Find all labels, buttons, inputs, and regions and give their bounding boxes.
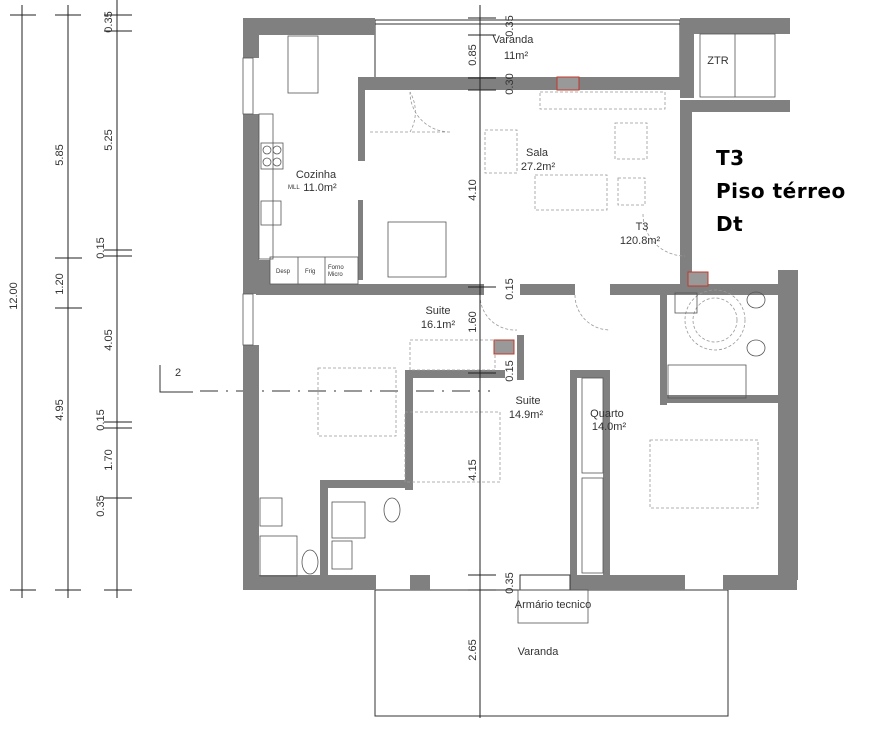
dim-left-inner-0: 0.35: [103, 11, 115, 32]
dim-left-inner-1: 5.25: [103, 129, 115, 150]
cooktop-icon: [260, 142, 284, 170]
bathtub-icon: [667, 364, 747, 399]
forno-label: Forno: [328, 265, 344, 271]
room-labels: Varanda 11m² ZTR Cozinha 11.0m² MLL Desp…: [276, 34, 729, 658]
dim-center-8: 0.35: [504, 572, 516, 593]
dim-left-mid-2: 4.95: [54, 399, 66, 420]
dim-left-mid-1: 1.20: [54, 273, 66, 294]
dim-center-6: 0.15: [504, 360, 516, 381]
suite2-name: Suite: [515, 395, 540, 407]
ztr-label: ZTR: [707, 55, 728, 67]
dim-left-inner-5: 1.70: [103, 449, 115, 470]
sala-name: Sala: [526, 147, 549, 159]
dim-center-9: 2.65: [467, 639, 479, 660]
furniture: [258, 33, 776, 577]
dim-left-inner-2: 0.15: [95, 237, 107, 258]
shaft-right: [687, 271, 709, 287]
suite2-area: 14.9m²: [509, 409, 544, 421]
toilet-icon: [301, 549, 319, 575]
frig-label: Frig: [305, 269, 315, 275]
dim-center-7: 4.15: [467, 459, 479, 480]
apartment-type: T3: [636, 221, 649, 233]
section-label: 2: [175, 367, 181, 379]
desp-label: Desp: [276, 269, 291, 275]
dim-center-3: 4.10: [467, 179, 479, 200]
dim-center-2: 0.30: [504, 73, 516, 94]
varanda-top-name: Varanda: [493, 34, 535, 46]
dim-left-inner-6: 0.35: [95, 495, 107, 516]
dim-left-inner-4: 0.15: [95, 409, 107, 430]
cozinha-area: 11.0m²: [303, 182, 337, 194]
dimension-chain-center: 0.35 0.85 0.30 4.10 0.15 1.60 0.15 4.15 …: [467, 5, 516, 718]
walls: [243, 18, 798, 591]
balconies: [374, 19, 729, 717]
section-marker: 2: [159, 365, 490, 393]
cozinha-name: Cozinha: [296, 169, 337, 181]
apartment-area: 120.8m²: [620, 235, 661, 247]
windows: [242, 57, 254, 346]
dim-center-1: 0.85: [467, 44, 479, 65]
mll-label: MLL: [288, 185, 300, 191]
micro-label: Micro: [328, 272, 343, 278]
suite1-area: 16.1m²: [421, 319, 456, 331]
varanda-bottom-name: Varanda: [518, 646, 560, 658]
unit-title: T3: [716, 146, 745, 170]
varanda-top-area: 11m²: [504, 50, 529, 62]
dimension-chains-left: 12.00 5.85 1.20 4.95 0.35 5.25 0.15 4.05…: [8, 0, 132, 598]
dim-left-mid-0: 5.85: [54, 144, 66, 165]
quarto-area: 14.0m²: [592, 421, 627, 433]
dim-center-5: 1.60: [467, 311, 479, 332]
shaft-top: [556, 76, 580, 91]
dim-left-total: 12.00: [8, 282, 20, 310]
armario-label: Armário tecnico: [515, 599, 591, 611]
dim-left-inner-3: 4.05: [103, 329, 115, 350]
suite1-name: Suite: [425, 305, 450, 317]
sink-icon: [260, 200, 282, 226]
dining-table: [387, 221, 447, 278]
unit-side: Dt: [716, 212, 744, 236]
sala-area: 27.2m²: [521, 161, 556, 173]
dim-center-4: 0.15: [504, 278, 516, 299]
dim-center-0: 0.35: [504, 15, 516, 36]
quarto-name: Quarto: [590, 408, 624, 420]
unit-floor: Piso térreo: [716, 179, 846, 203]
shaft-suite: [493, 339, 515, 355]
